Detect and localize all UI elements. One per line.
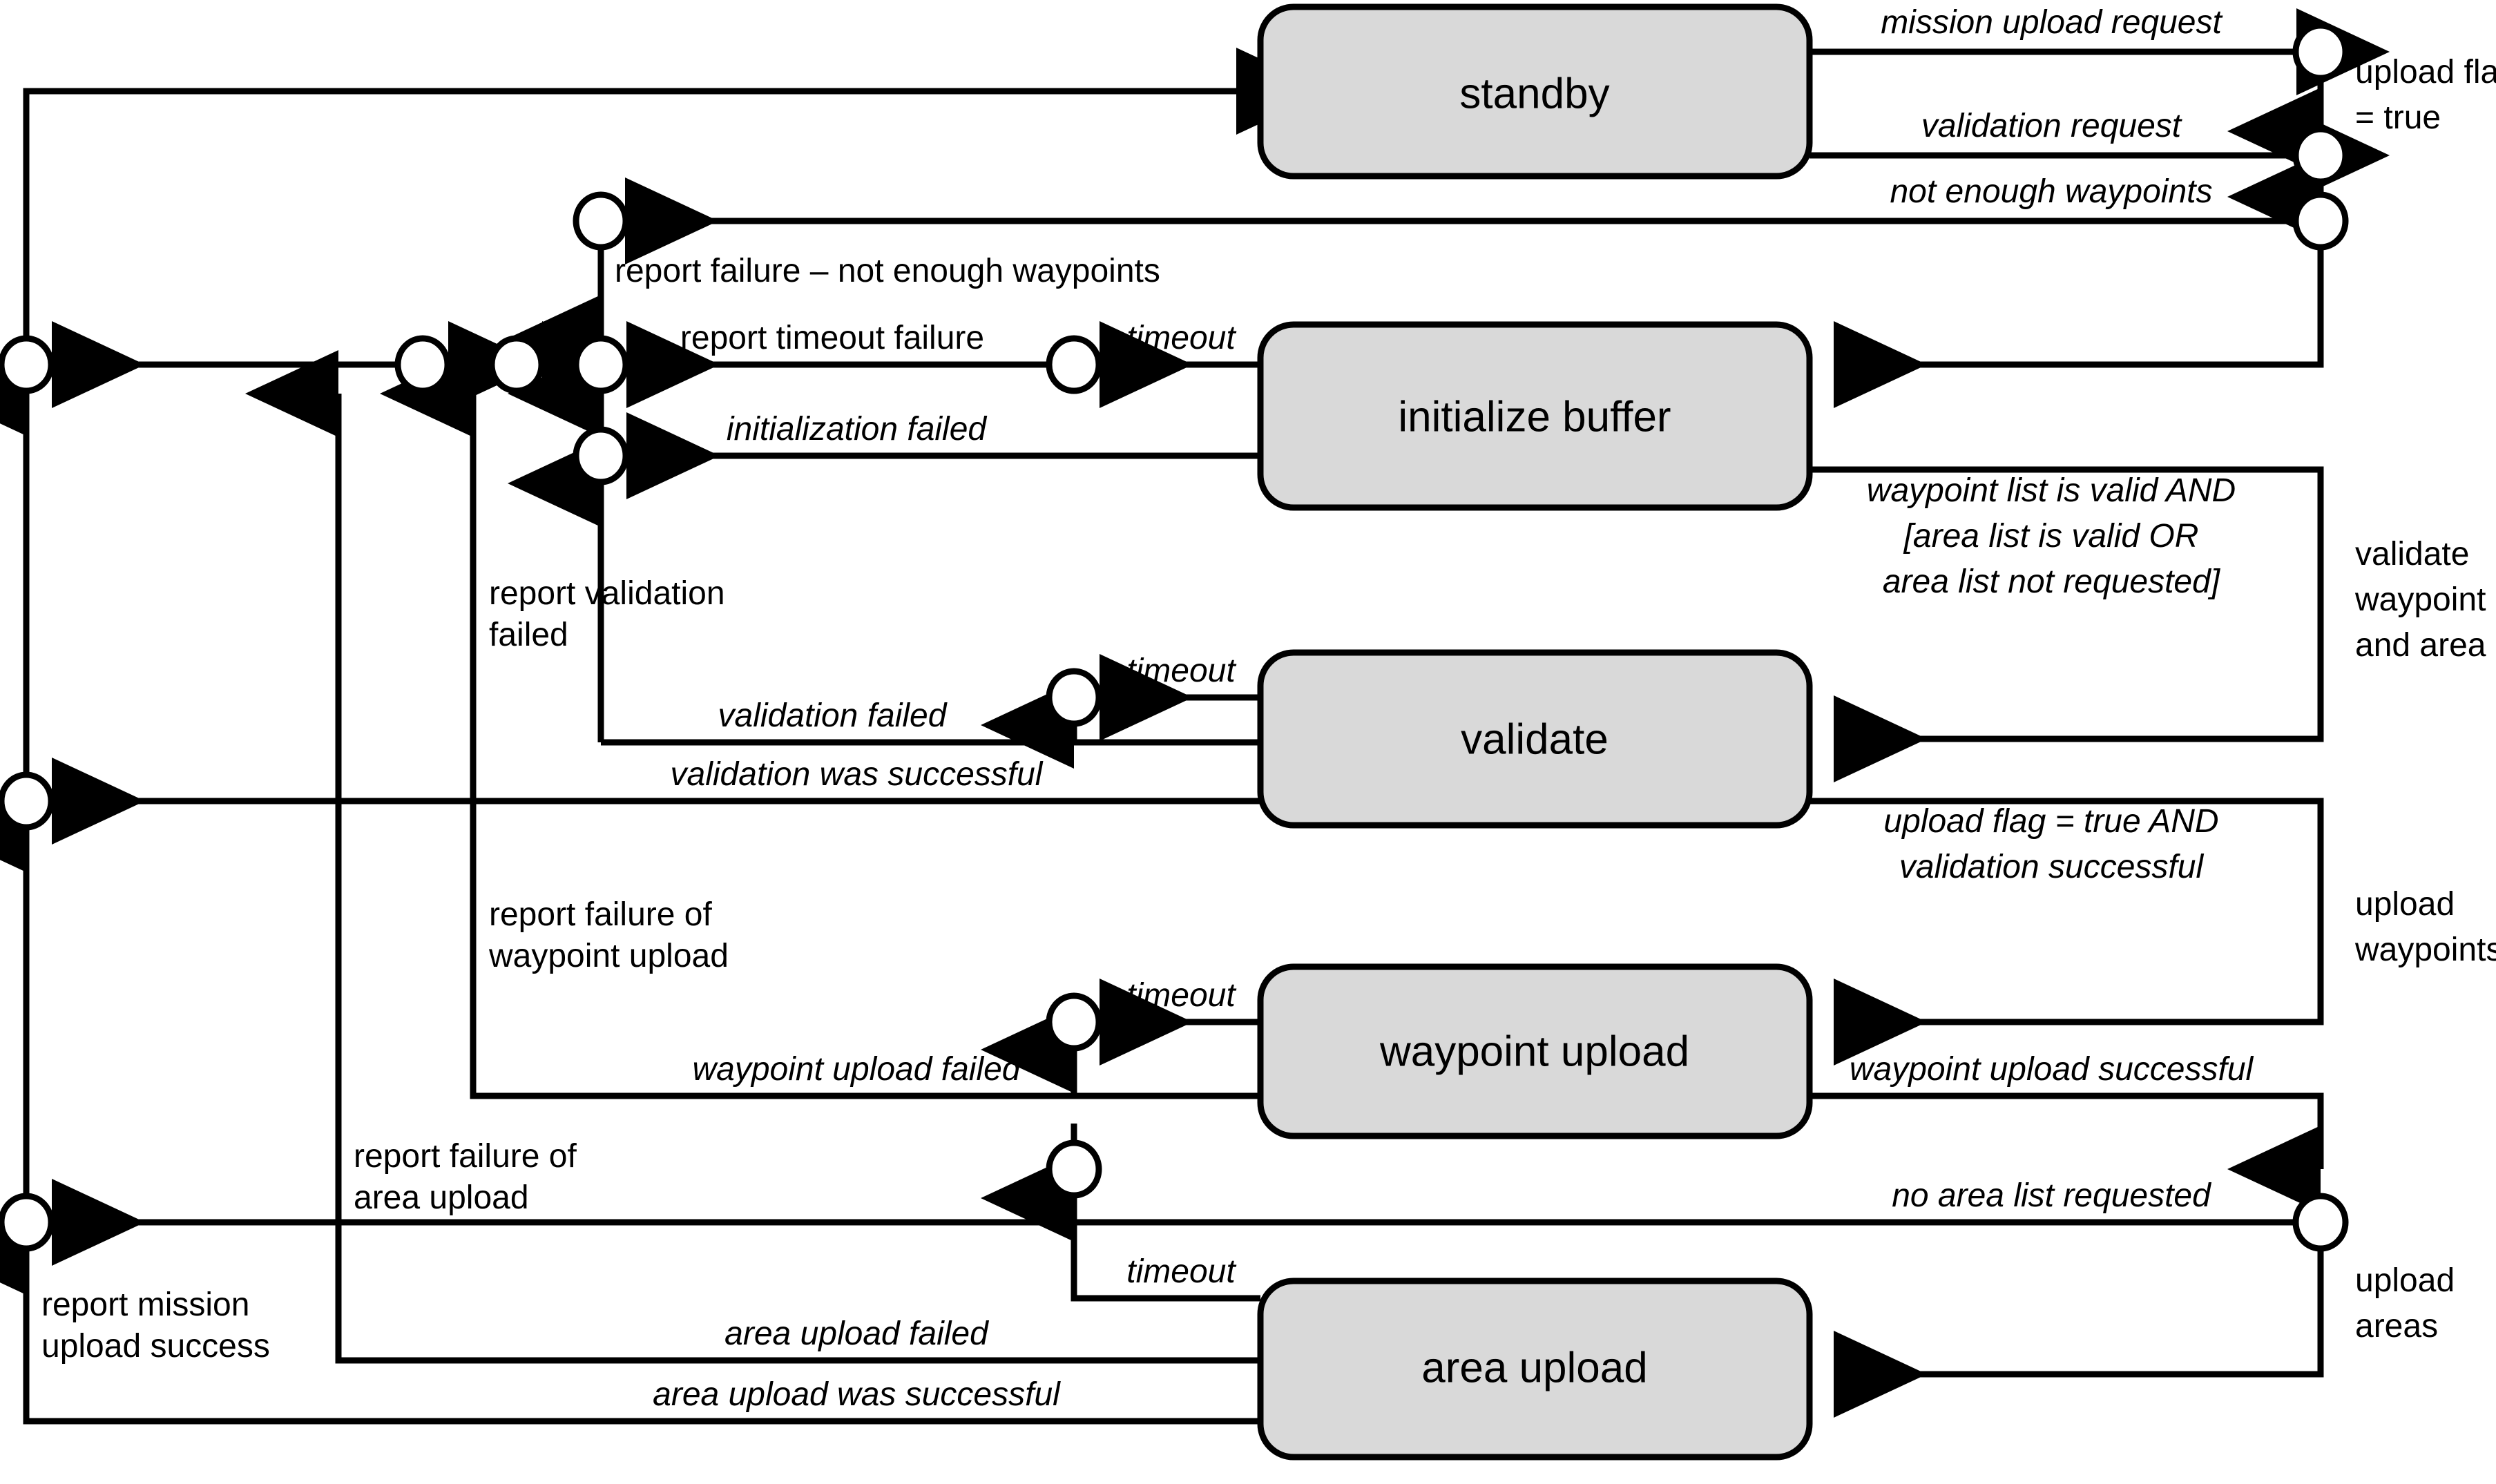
- label-report-timeout-failure: report timeout failure: [680, 320, 984, 356]
- junction-not-enough-waypoints[interactable]: [2292, 191, 2349, 251]
- label-timeout-initialize: timeout: [1126, 320, 1236, 356]
- label-validate-wp-area-line3: and area list: [2355, 627, 2496, 664]
- state-label-waypoint-upload: waypoint upload: [1379, 1028, 1689, 1075]
- label-report-mission-upload-success-line1: report mission: [41, 1287, 249, 1323]
- junction-upload-flag[interactable]: [2292, 22, 2349, 81]
- edge-upload-flag-validation-successful: [1809, 798, 2324, 1066]
- edge-timeout-area-upload: [981, 1155, 1260, 1302]
- junction-timeout-area-upload[interactable]: [1046, 1139, 1102, 1199]
- junction-merge-left-mid[interactable]: [0, 771, 55, 831]
- edge-area-upload-was-successful: [0, 1208, 1260, 1425]
- state-label-area-upload: area upload: [1421, 1344, 1648, 1391]
- label-timeout-area-upload: timeout: [1126, 1253, 1236, 1290]
- label-upload-flag-true-line2: = true: [2355, 99, 2441, 136]
- label-waypoint-upload-failed: waypoint upload failed: [692, 1051, 1021, 1088]
- label-report-validation-failed-line2: failed: [489, 617, 568, 653]
- label-report-failure-wp-upload-line2: waypoint upload: [488, 938, 729, 974]
- junction-merge-870[interactable]: [573, 335, 629, 394]
- label-upload-areas-line1: upload: [2355, 1262, 2455, 1299]
- junction-validation-request[interactable]: [2292, 126, 2349, 185]
- junction-initialization-failed[interactable]: [573, 426, 629, 485]
- label-cond-waypoint-line1: waypoint list is valid AND: [1867, 472, 2236, 509]
- label-report-failure-not-enough-waypoints: report failure – not enough waypoints: [615, 253, 1160, 289]
- edge-upload-areas: [1834, 1248, 2324, 1418]
- label-validation-request: validation request: [1921, 108, 2182, 144]
- label-upload-waypoints-line2: waypoints: [2354, 932, 2496, 968]
- label-report-failure-wp-upload-line1: report failure of: [489, 896, 712, 933]
- label-report-failure-area-upload-line1: report failure of: [354, 1138, 577, 1175]
- label-upload-areas-line2: areas: [2355, 1308, 2438, 1345]
- state-validate[interactable]: [1257, 649, 1813, 829]
- label-timeout-waypoint-upload: timeout: [1126, 977, 1236, 1014]
- label-no-area-list-requested: no area list requested: [1892, 1177, 2211, 1214]
- junction-merge-left-bottom[interactable]: [0, 1193, 55, 1252]
- state-waypoint-upload[interactable]: [1257, 963, 1813, 1139]
- label-validation-was-successful: validation was successful: [671, 756, 1044, 793]
- label-cond-waypoint-line3: area list not requested]: [1883, 563, 2221, 600]
- label-area-upload-failed: area upload failed: [724, 1316, 989, 1352]
- edge-to-initialize-buffer: [1834, 247, 2324, 408]
- label-area-upload-was-successful: area upload was successful: [653, 1376, 1061, 1413]
- state-label-initialize-buffer: initialize buffer: [1398, 393, 1671, 441]
- edge-back-to-standby: [23, 48, 1329, 339]
- state-initialize-buffer[interactable]: [1257, 321, 1813, 511]
- state-area-upload[interactable]: [1257, 1278, 1813, 1461]
- junction-timeout-validate[interactable]: [1046, 668, 1102, 727]
- label-upload-flag-true-line1: upload flag: [2355, 54, 2496, 90]
- state-label-standby: standby: [1459, 70, 1609, 117]
- label-initialization-failed: initialization failed: [727, 411, 988, 447]
- label-cond-waypoint-line2: [area list is valid OR: [1903, 518, 2199, 555]
- label-validate-wp-area-line2: waypoint: [2354, 581, 2486, 618]
- label-validate-wp-area-line1: validate: [2355, 536, 2469, 572]
- label-timeout-validate: timeout: [1126, 653, 1236, 689]
- edge-waypoint-list-valid-condition: [1809, 466, 2324, 782]
- label-waypoint-upload-successful: waypoint upload successful: [1850, 1051, 2254, 1088]
- edge-waypoint-upload-successful: [1809, 1092, 2324, 1213]
- label-cond-upload-line2: validation successful: [1899, 849, 2205, 885]
- label-report-mission-upload-success-line2: upload success: [41, 1328, 270, 1365]
- label-report-validation-failed-line1: report validation: [489, 575, 725, 612]
- junction-merge-748[interactable]: [488, 335, 545, 394]
- label-report-failure-area-upload-line2: area upload: [354, 1179, 529, 1216]
- state-standby[interactable]: [1257, 3, 1813, 180]
- label-mission-upload-request: mission upload request: [1881, 4, 2223, 41]
- junction-merge-left-top[interactable]: [0, 335, 55, 394]
- junction-timeout-waypoint-upload[interactable]: [1046, 992, 1102, 1052]
- label-not-enough-waypoints: not enough waypoints: [1890, 173, 2212, 210]
- label-validation-failed: validation failed: [718, 697, 948, 734]
- label-cond-upload-line1: upload flag = true AND: [1883, 803, 2218, 840]
- state-label-validate: validate: [1461, 715, 1609, 763]
- junction-timeout-initialize[interactable]: [1046, 335, 1102, 394]
- junction-upload-areas[interactable]: [2292, 1193, 2349, 1252]
- junction-merge-612[interactable]: [394, 335, 451, 394]
- label-upload-waypoints-line1: upload: [2355, 886, 2455, 923]
- junction-report-failure-source[interactable]: [573, 191, 629, 251]
